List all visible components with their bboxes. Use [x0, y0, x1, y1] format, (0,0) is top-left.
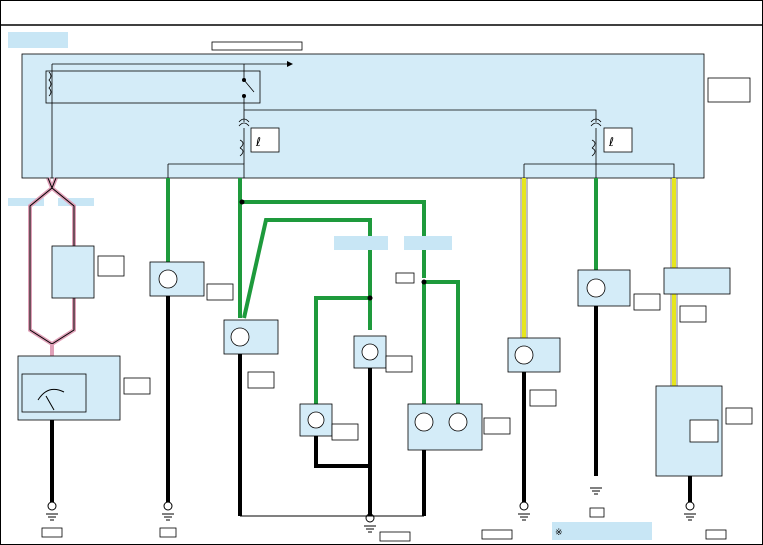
ground-icon [46, 487, 696, 533]
section-label-box [8, 32, 68, 48]
fuse-icon [238, 118, 250, 160]
dome-light-icon [603, 127, 633, 153]
relay-box [45, 70, 261, 104]
pink-wire-pair [28, 177, 76, 356]
lamp-icon [586, 278, 606, 298]
wire-label [8, 198, 44, 206]
connector-label-box [97, 255, 125, 277]
connector-label-box [123, 377, 151, 395]
dome-light-icon [250, 127, 280, 153]
wiper-switch-module [17, 355, 121, 421]
lamp-icon [158, 269, 178, 289]
relay-coil-icon [48, 71, 52, 97]
connector-block [663, 267, 731, 295]
fuse-icon [590, 118, 602, 160]
note-box [552, 522, 652, 540]
wire-label [334, 236, 388, 250]
lamp-icon [361, 343, 379, 361]
svg-text:ℓ: ℓ [608, 135, 614, 149]
relay-contact [242, 78, 246, 82]
junction-connector [51, 245, 95, 299]
body-control-module [21, 53, 705, 179]
lamp-icon [514, 345, 534, 365]
theft-sensor-icon [689, 419, 719, 443]
lamp-icon [448, 412, 468, 432]
wire-label [58, 198, 94, 206]
relay-coil-line [51, 63, 290, 100]
wire-label [404, 236, 452, 250]
relay-contact [242, 94, 246, 98]
svg-text:ℓ: ℓ [255, 135, 261, 149]
lamp-icon [307, 411, 325, 429]
note-symbol: ※ [555, 528, 563, 538]
internal-bus [244, 109, 597, 122]
arrow-icon [287, 61, 293, 67]
module-label-box [707, 77, 751, 103]
connector-label-box [211, 41, 303, 51]
wiper-switch-icon [37, 388, 65, 411]
lamp-icon [230, 327, 250, 347]
lamp-icon [414, 412, 434, 432]
